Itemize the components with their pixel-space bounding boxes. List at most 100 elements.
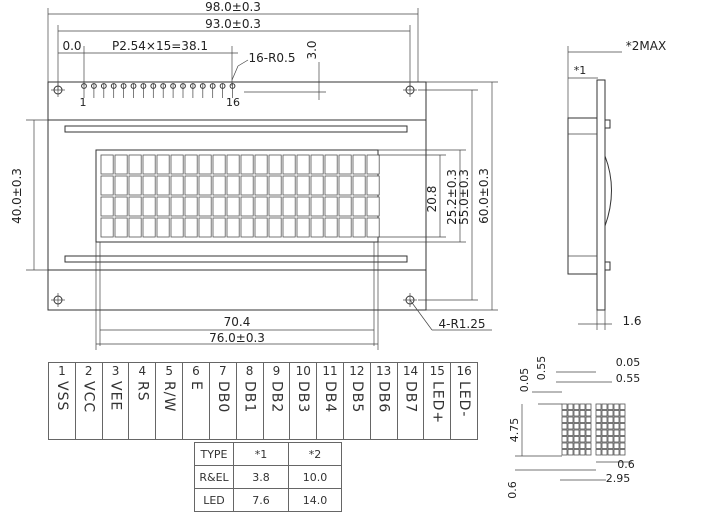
character-cell bbox=[156, 154, 170, 175]
type-cell: LED bbox=[194, 488, 234, 512]
character-cell bbox=[156, 175, 170, 196]
side-pcb-label: 1.6 bbox=[622, 314, 641, 328]
char-dot bbox=[561, 410, 568, 417]
character-cell bbox=[296, 217, 310, 238]
character-cell bbox=[184, 196, 198, 217]
character-cell bbox=[352, 175, 366, 196]
mount-height-label: 55.0±0.3 bbox=[457, 169, 471, 225]
character-cell bbox=[184, 217, 198, 238]
star1-header-cell: *1 bbox=[233, 442, 289, 466]
char-dot bbox=[579, 416, 586, 423]
character-cell bbox=[352, 154, 366, 175]
character-cell bbox=[212, 217, 226, 238]
char-dot bbox=[567, 423, 574, 430]
character-cell bbox=[100, 217, 114, 238]
char-dot bbox=[573, 423, 580, 430]
char-height-label: 20.8 bbox=[425, 186, 439, 213]
char-dot bbox=[607, 429, 614, 436]
character-cell bbox=[170, 217, 184, 238]
character-cell bbox=[324, 154, 338, 175]
overall-height-label: 60.0±0.3 bbox=[477, 168, 491, 224]
pin-name: DB4 bbox=[322, 381, 339, 414]
pin-number: 7 bbox=[218, 364, 227, 378]
char-dot bbox=[579, 423, 586, 430]
char-dot bbox=[573, 416, 580, 423]
dot-size-label: 0.55 bbox=[616, 372, 641, 385]
dot-gap-label: 0.05 bbox=[616, 356, 641, 369]
pin-number: 15 bbox=[429, 364, 445, 378]
character-cell bbox=[128, 217, 142, 238]
char-dot bbox=[579, 429, 586, 436]
character-cell bbox=[366, 196, 380, 217]
pin-name: E bbox=[187, 381, 204, 391]
character-cell bbox=[240, 154, 254, 175]
character-cell bbox=[156, 196, 170, 217]
character-cell bbox=[254, 154, 268, 175]
character-cell bbox=[338, 154, 352, 175]
char-dot bbox=[619, 449, 626, 456]
character-cell bbox=[296, 175, 310, 196]
bottom-width-dimensions: 70.4 76.0±0.3 4-R1.25 bbox=[95, 242, 492, 350]
char-dot bbox=[573, 403, 580, 410]
character-cell bbox=[170, 154, 184, 175]
char-dot bbox=[579, 436, 586, 443]
char-dot bbox=[567, 442, 574, 449]
character-cell bbox=[282, 196, 296, 217]
char-dot bbox=[607, 423, 614, 430]
char-dot bbox=[567, 429, 574, 436]
char-dot bbox=[561, 416, 568, 423]
pin-number: 3 bbox=[111, 364, 120, 378]
pin-number: 14 bbox=[402, 364, 419, 378]
pin-name: VEE bbox=[107, 381, 124, 412]
char-dot bbox=[601, 449, 608, 456]
char-dot bbox=[585, 410, 592, 417]
character-cell bbox=[100, 175, 114, 196]
character-cell bbox=[338, 196, 352, 217]
character-cell bbox=[100, 154, 114, 175]
char-dot bbox=[595, 423, 602, 430]
character-cell bbox=[114, 217, 128, 238]
pin-number: 10 bbox=[295, 364, 311, 378]
character-cell bbox=[310, 196, 324, 217]
pin-number: 1 bbox=[58, 364, 66, 378]
type-table: TYPE *1 *2 R&EL 3.8 10.0 LED 7.6 14.0 bbox=[194, 442, 342, 512]
char-dot bbox=[607, 436, 614, 443]
character-cell bbox=[338, 175, 352, 196]
character-cell bbox=[352, 217, 366, 238]
character-cell bbox=[198, 196, 212, 217]
pin-name: DB6 bbox=[375, 381, 392, 414]
char-detail: 0.05 0.55 0.05 0.55 4.75 0.6 2.95 0.6 bbox=[506, 356, 640, 499]
character-cell bbox=[240, 196, 254, 217]
pin-number: 8 bbox=[245, 364, 254, 378]
char-dot bbox=[607, 449, 614, 456]
lcd-board: 1 16 bbox=[47, 81, 427, 311]
char-dot bbox=[613, 429, 620, 436]
star1-cell: 3.8 bbox=[233, 465, 289, 489]
char-dot bbox=[579, 449, 586, 456]
char-dot bbox=[573, 436, 580, 443]
pin-hole-label: 16-R0.5 bbox=[248, 51, 295, 65]
char-dot bbox=[595, 416, 602, 423]
char-dot bbox=[613, 416, 620, 423]
character-cell bbox=[310, 217, 324, 238]
character-cell bbox=[100, 196, 114, 217]
character-cell bbox=[226, 217, 240, 238]
pin-name: DB7 bbox=[402, 381, 419, 414]
char-dot bbox=[595, 442, 602, 449]
character-cell bbox=[296, 196, 310, 217]
type-table-header: TYPE *1 *2 bbox=[194, 442, 342, 466]
character-cell bbox=[114, 175, 128, 196]
pin-number: 9 bbox=[272, 364, 281, 378]
char-dot bbox=[619, 403, 626, 410]
pin-last-label: 16 bbox=[226, 96, 240, 109]
char-dot bbox=[595, 410, 602, 417]
character-cell bbox=[366, 217, 380, 238]
character-cell bbox=[142, 154, 156, 175]
char-dot bbox=[567, 436, 574, 443]
char-dot bbox=[595, 436, 602, 443]
char-width-detail-label: 2.95 bbox=[606, 472, 631, 485]
character-cell bbox=[198, 175, 212, 196]
character-cell bbox=[128, 154, 142, 175]
